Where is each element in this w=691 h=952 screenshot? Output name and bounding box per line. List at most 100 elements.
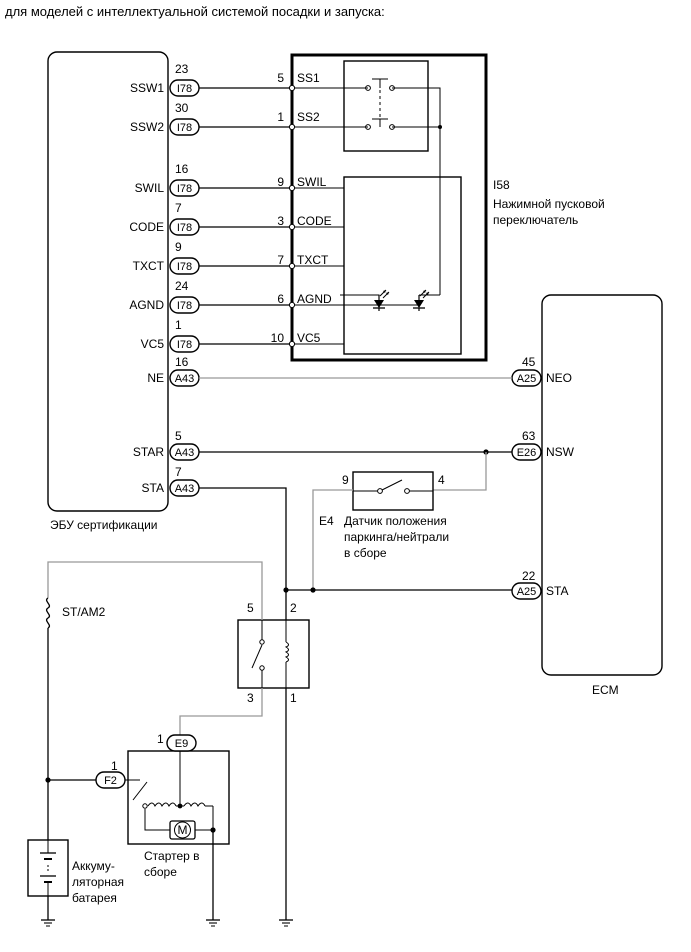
svg-text:1: 1: [111, 759, 118, 773]
svg-text:9: 9: [342, 473, 349, 487]
ecu-pin-swil: SWIL 16 I78: [135, 162, 200, 197]
junction-sta-2: [310, 587, 316, 593]
diagram-header: для моделей с интеллектуальной системой …: [5, 4, 385, 19]
svg-text:сборе: сборе: [144, 865, 177, 879]
svg-text:SWIL: SWIL: [135, 181, 165, 195]
svg-text:1: 1: [157, 732, 164, 746]
ecm-pin-sta: 22 A25 STA: [511, 569, 568, 600]
svg-text:VC5: VC5: [141, 337, 165, 351]
svg-text:I78: I78: [177, 222, 192, 234]
start-switch-contact-box: [343, 60, 429, 152]
ground-icon: [206, 919, 220, 927]
svg-text:24: 24: [175, 279, 189, 293]
svg-text:5: 5: [175, 429, 182, 443]
ground-icon: [279, 919, 293, 927]
svg-text:батарея: батарея: [72, 891, 117, 905]
svg-text:SS1: SS1: [297, 71, 320, 85]
svg-text:9: 9: [175, 240, 182, 254]
battery: Аккуму- ляторная батарея: [27, 839, 124, 905]
starter-relay: 5 2 3 1: [237, 601, 310, 705]
fuse-st-am2: ST/AM2: [45, 597, 106, 629]
svg-text:VC5: VC5: [297, 331, 321, 345]
svg-text:3: 3: [247, 691, 254, 705]
svg-text:NSW: NSW: [546, 445, 575, 459]
svg-text:CODE: CODE: [129, 220, 164, 234]
svg-text:E9: E9: [175, 738, 188, 750]
ecm: ECM: [541, 294, 663, 697]
svg-text:7: 7: [175, 201, 182, 215]
svg-text:9: 9: [277, 175, 284, 189]
ecu-pin-ssw1: SSW1 23 I78: [130, 62, 200, 97]
ecm-pin-neo: 45 A25 NEO: [511, 355, 572, 387]
park-neutral-switch: 9 4 E4 Датчик положения паркинга/нейтрал…: [319, 471, 449, 560]
svg-text:A43: A43: [175, 373, 195, 385]
svg-text:SSW2: SSW2: [130, 120, 164, 134]
certification-ecu: ЭБУ сертификации: [47, 51, 169, 532]
svg-text:23: 23: [175, 62, 189, 76]
wire-sta-relay: [199, 487, 287, 620]
wire-nsw-to-e4: [433, 452, 487, 491]
ecm-box: [541, 294, 663, 676]
svg-text:E4: E4: [319, 514, 334, 528]
ecu-pin-agnd: AGND 24 I78: [129, 279, 200, 314]
ground-icon: [41, 919, 55, 927]
svg-text:5: 5: [277, 71, 284, 85]
svg-text:45: 45: [522, 355, 536, 369]
svg-text:7: 7: [175, 465, 182, 479]
start-switch-pin-labels: 5 SS1 1 SS2 9 SWIL 3 CODE 7 TXCT 6 AGND …: [271, 71, 332, 345]
svg-text:ляторная: ляторная: [72, 875, 124, 889]
svg-text:AGND: AGND: [297, 292, 332, 306]
svg-text:STAR: STAR: [133, 445, 164, 459]
connector-e9: [166, 734, 197, 752]
svg-text:22: 22: [522, 569, 536, 583]
ecu-pin-sta: STA 7 A43: [142, 465, 200, 497]
svg-text:NE: NE: [147, 371, 164, 385]
ecu-pin-txct: TXCT 9 I78: [133, 240, 200, 275]
svg-text:I78: I78: [177, 83, 192, 95]
junction-sta-1: [283, 587, 289, 593]
svg-text:16: 16: [175, 355, 189, 369]
svg-text:паркинга/нейтрали: паркинга/нейтрали: [344, 530, 449, 544]
ecm-label: ECM: [592, 683, 619, 697]
fuse-icon: [45, 597, 51, 629]
svg-text:3: 3: [277, 214, 284, 228]
ecu-switch-wires: [199, 87, 292, 345]
ecu-pin-vc5: VC5 1 I78: [141, 318, 200, 353]
wire-relay-e9: [179, 688, 263, 735]
svg-text:63: 63: [522, 429, 536, 443]
svg-text:SWIL: SWIL: [297, 175, 327, 189]
svg-text:в сборе: в сборе: [344, 546, 387, 560]
svg-text:1: 1: [175, 318, 182, 332]
start-switch: I58 Нажимной пусковой переключатель: [290, 53, 605, 362]
svg-text:6: 6: [277, 292, 284, 306]
svg-text:16: 16: [175, 162, 189, 176]
svg-text:E26: E26: [517, 447, 537, 459]
svg-text:A43: A43: [175, 483, 195, 495]
starter-assembly: 1 E9 1 F2 M Стартер в сборе: [95, 732, 230, 879]
start-switch-terminals: [288, 84, 296, 348]
svg-text:I78: I78: [177, 183, 192, 195]
start-switch-code: I58: [493, 178, 510, 192]
start-switch-internal-wiring: [292, 87, 442, 345]
svg-text:NEO: NEO: [546, 371, 572, 385]
wire-e4-to-sta: [312, 489, 353, 590]
svg-text:CODE: CODE: [297, 214, 332, 228]
svg-text:Датчик положения: Датчик положения: [344, 514, 447, 528]
svg-text:7: 7: [277, 253, 284, 267]
svg-text:TXCT: TXCT: [297, 253, 329, 267]
start-switch-name-line2: переключатель: [493, 213, 578, 227]
svg-text:A25: A25: [517, 586, 537, 598]
svg-text:TXCT: TXCT: [133, 259, 165, 273]
svg-text:1: 1: [277, 110, 284, 124]
svg-text:AGND: AGND: [129, 298, 164, 312]
start-switch-module-box: [343, 176, 462, 355]
ecu-pin-star: STAR 5 A43: [133, 429, 200, 461]
wire-relay-fuse: [47, 561, 263, 620]
svg-text:F2: F2: [104, 775, 117, 787]
certification-ecu-label: ЭБУ сертификации: [50, 518, 158, 532]
start-switch-name-line1: Нажимной пусковой: [493, 197, 605, 211]
svg-text:30: 30: [175, 101, 189, 115]
svg-text:I78: I78: [177, 122, 192, 134]
